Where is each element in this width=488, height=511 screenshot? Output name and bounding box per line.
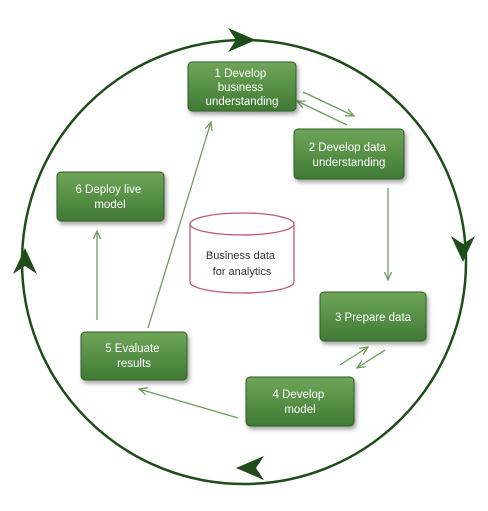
svg-text:4 Develop model: 4 Develop model xyxy=(273,389,328,416)
step-3-label-line-1: 3 Prepare data xyxy=(335,312,412,324)
flow-arrow-4-to-5 xyxy=(139,389,239,419)
step-2-label-line-1: 2 Develop data xyxy=(309,142,387,154)
step-1-label-line-3: understanding xyxy=(206,96,279,108)
flow-arrow-3-to-4 xyxy=(339,347,368,366)
step-1-label-line-1: 1 Develop xyxy=(215,68,267,80)
svg-text:2 Develop data understan: 2 Develop data understanding xyxy=(309,142,390,169)
svg-text:Business data for analyt: Business data for analytics xyxy=(206,250,278,278)
step-5-box xyxy=(80,331,188,381)
step-3-prepare-data: 3 Prepare data xyxy=(319,291,427,342)
step-1-box xyxy=(187,61,297,112)
svg-text:3 Prepare data: 3 Prepare data xyxy=(335,312,412,324)
step-4-box xyxy=(245,376,355,427)
business-data-store: Business data for analytics xyxy=(189,212,295,294)
svg-text:6 Deploy live model: 6 Deploy live model xyxy=(75,184,144,211)
flow-arrow-1-to-2 xyxy=(302,91,354,116)
step-2-label-line-2: understanding xyxy=(313,157,386,169)
cycle-arrow-icon-right xyxy=(451,236,475,262)
step-4-label-line-1: 4 Develop xyxy=(273,389,325,401)
step-3-box xyxy=(319,291,427,342)
center-label-line-1: Business data xyxy=(206,250,276,262)
step-4-develop-model: 4 Develop model xyxy=(245,376,355,427)
flow-arrow-5-to-1 xyxy=(147,122,211,329)
cycle-arrow-icon-bottom xyxy=(236,456,264,480)
step-5-label-line-1: 5 Evaluate xyxy=(105,343,159,355)
step-4-label-line-2: model xyxy=(284,404,315,416)
step-1-label-line-2: business xyxy=(218,82,264,94)
step-5-label-line-2: results xyxy=(117,358,151,370)
step-6-deploy-live-model: 6 Deploy live model xyxy=(56,171,165,222)
cycle-arrow-icon-left xyxy=(13,248,37,274)
step-2-box xyxy=(293,128,405,180)
step-6-label-line-1: 6 Deploy live xyxy=(75,184,141,196)
step-1-develop-business-understanding: 1 Develop business understanding xyxy=(187,61,297,112)
svg-text:1 Develop business: 1 Develop business understanding xyxy=(206,68,279,108)
cycle-arrow-icon-top xyxy=(228,28,256,52)
step-6-label-line-2: model xyxy=(94,199,125,211)
svg-text:5 Evaluate results: 5 Evaluate results xyxy=(105,343,163,370)
step-5-evaluate-results: 5 Evaluate results xyxy=(80,331,188,381)
database-cylinder-icon xyxy=(189,224,295,294)
step-6-box xyxy=(56,171,165,222)
step-2-develop-data-understanding: 2 Develop data understanding xyxy=(293,128,405,180)
flow-arrow-2-to-1 xyxy=(297,101,348,126)
flow-arrow-4-to-3 xyxy=(357,349,386,368)
database-cylinder-top xyxy=(189,212,295,236)
center-label-line-2: for analytics xyxy=(213,266,272,278)
